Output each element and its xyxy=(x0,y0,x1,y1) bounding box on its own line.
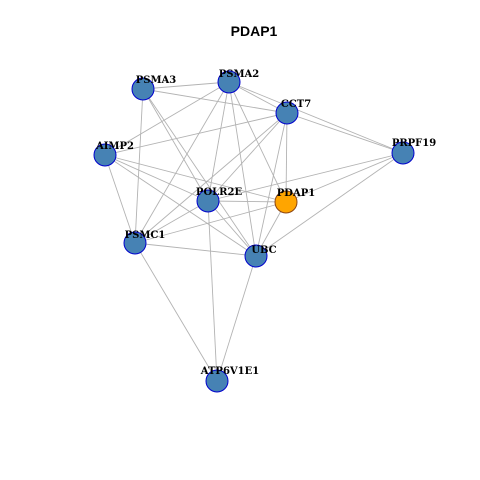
edge-psma2-pdap1 xyxy=(228,81,287,203)
node-ubc xyxy=(244,244,268,268)
edge-ubc-atp6v1e1 xyxy=(216,255,257,382)
node-label-ubc: UBC xyxy=(251,245,276,256)
edge-prpf19-pdap1 xyxy=(285,152,404,203)
edge-cct7-prpf19 xyxy=(286,112,404,154)
node-atp6v1e1 xyxy=(205,369,229,393)
edge-psma3-cct7 xyxy=(142,88,288,114)
edge-polr2e-atp6v1e1 xyxy=(207,200,218,382)
edge-layer xyxy=(104,81,404,382)
node-psmc1 xyxy=(123,231,147,255)
edge-psma3-psmc1 xyxy=(134,88,144,244)
node-psma2 xyxy=(217,70,241,94)
node-label-psma3: PSMA3 xyxy=(136,75,177,86)
node-label-aimp2: AIMP2 xyxy=(95,141,134,152)
node-label-atp6v1e1: ATP6V1E1 xyxy=(200,366,259,377)
node-label-prpf19: PRPF19 xyxy=(392,138,436,149)
node-label-polr2e: POLR2E xyxy=(196,187,243,198)
node-aimp2 xyxy=(93,143,117,167)
edge-aimp2-ubc xyxy=(104,154,257,257)
graph-title: PDAP1 xyxy=(231,23,278,39)
edge-psma2-polr2e xyxy=(207,81,230,202)
node-label-psmc1: PSMC1 xyxy=(125,230,166,241)
edge-psma3-polr2e xyxy=(142,88,209,202)
node-polr2e xyxy=(196,189,220,213)
node-cct7 xyxy=(275,101,299,125)
edge-cct7-psmc1 xyxy=(134,112,288,244)
edge-psma3-psma2 xyxy=(142,81,230,90)
edge-psma2-ubc xyxy=(228,81,257,257)
node-label-psma2: PSMA2 xyxy=(219,69,260,80)
edge-cct7-ubc xyxy=(255,112,288,257)
edge-polr2e-pdap1 xyxy=(207,200,287,203)
edge-prpf19-polr2e xyxy=(207,152,404,202)
edge-pdap1-psmc1 xyxy=(134,201,287,244)
edge-cct7-aimp2 xyxy=(104,112,288,156)
edge-prpf19-ubc xyxy=(255,152,404,257)
edge-polr2e-ubc xyxy=(207,200,257,257)
edge-aimp2-polr2e xyxy=(104,154,209,202)
edge-cct7-polr2e xyxy=(207,112,288,202)
edge-psma2-aimp2 xyxy=(104,81,230,156)
edge-polr2e-psmc1 xyxy=(134,200,209,244)
node-label-pdap1: PDAP1 xyxy=(277,188,315,199)
edge-psma2-prpf19 xyxy=(228,81,404,154)
edge-cct7-pdap1 xyxy=(285,112,288,203)
node-layer xyxy=(93,70,415,393)
edge-aimp2-psmc1 xyxy=(104,154,136,244)
edge-psmc1-atp6v1e1 xyxy=(134,242,218,382)
edge-psmc1-ubc xyxy=(134,242,257,257)
node-psma3 xyxy=(131,77,155,101)
node-label-cct7: CCT7 xyxy=(281,99,311,110)
edge-psma3-ubc xyxy=(142,88,257,257)
node-prpf19 xyxy=(391,141,415,165)
node-pdap1 xyxy=(274,190,298,214)
edge-psma2-psmc1 xyxy=(134,81,230,244)
edge-aimp2-pdap1 xyxy=(104,154,287,203)
